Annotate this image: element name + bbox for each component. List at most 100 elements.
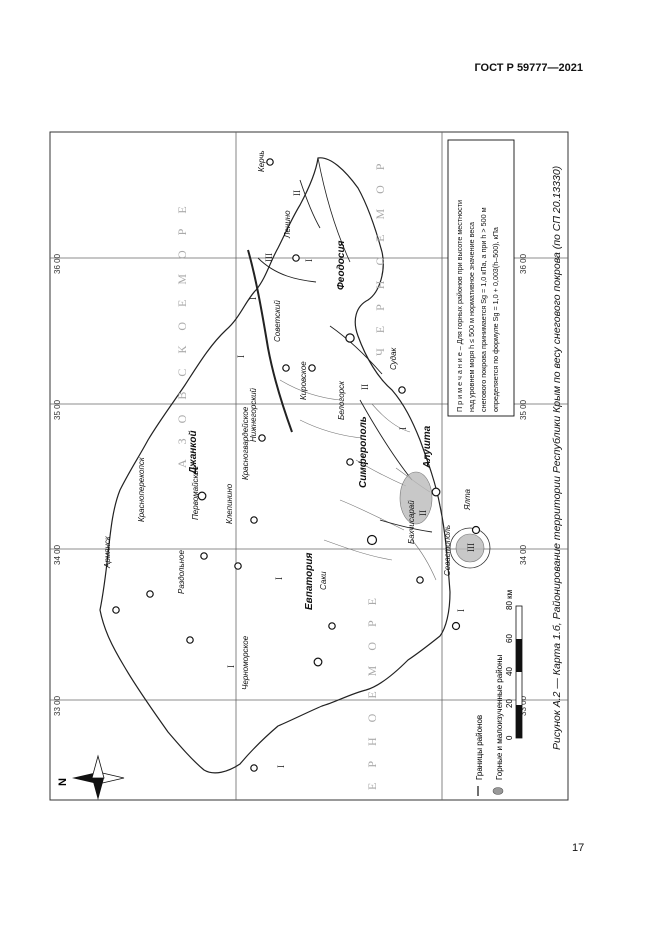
city-marker-nizhnegorsky xyxy=(258,434,266,442)
zone-label: I xyxy=(226,665,236,668)
scale-tick-60: 60 xyxy=(505,634,514,643)
black-sea-top-label: Ч Е Р Н О Е М О Р xyxy=(373,158,387,356)
city-marker-kirovskoe xyxy=(308,364,316,372)
page-number: 17 xyxy=(572,842,585,854)
city-marker-armyansk xyxy=(112,606,120,614)
scale-bar: 0 20 40 60 80 км xyxy=(505,590,523,740)
city-label-feodosiya: Феодосия xyxy=(336,240,347,290)
city-label-lenino: Ленино xyxy=(283,210,292,239)
north-arrow-icon xyxy=(72,754,125,800)
city-marker-sudak xyxy=(398,386,406,394)
sea-labels: А З О В С К О Е М О Р Е Ч Е Р Н О Е М О … xyxy=(175,158,387,790)
coordinate-grid xyxy=(50,132,568,800)
city-marker-lenino xyxy=(292,254,300,262)
city-marker-klepinino xyxy=(234,562,242,570)
zone-label: I xyxy=(236,355,246,358)
legend-mountain-label: Горные и малоизученные районы xyxy=(495,654,504,780)
city-marker-krasnogvardeyskoe xyxy=(250,516,258,524)
zone-label: III xyxy=(466,543,476,552)
zone-label: III xyxy=(264,253,274,262)
grid-label-33-top: 33 00 xyxy=(53,695,62,716)
city-marker-belogorsk xyxy=(346,458,354,466)
zone-label: I xyxy=(304,259,314,262)
city-label-alushta: Алушта xyxy=(422,425,433,469)
crimea-outline xyxy=(99,157,451,774)
zone-boundaries xyxy=(257,179,433,533)
zone-label: I xyxy=(274,577,284,580)
zone-labels: II III I I II I I II III I I I I xyxy=(226,190,476,768)
zone-label: II xyxy=(360,384,370,390)
city-label-kirovskoe: Кировское xyxy=(299,361,308,400)
city-marker-alushta xyxy=(431,487,441,497)
grid-label-33-bottom: 33 00 xyxy=(519,695,528,716)
note-line-3: снегового покрова принимается Sg = 1,0 к… xyxy=(479,207,488,412)
grid-labels: 33 00 34 00 35 00 36 00 33 00 34 00 35 0… xyxy=(53,253,528,716)
note-line-4: определяется по формуле Sg = 1,0 + 0,003… xyxy=(491,227,500,412)
city-marker-krasnoperekopsk xyxy=(146,590,154,598)
city-marker-sevastopol xyxy=(451,621,461,631)
city-marker-kerch xyxy=(266,158,274,166)
city-label-chernomorskoe: Черноморское xyxy=(241,635,250,690)
legend: Границы районов Горные и малоизученные р… xyxy=(475,654,504,796)
legend-boundaries-label: Границы районов xyxy=(475,715,484,780)
city-marker-dzhankoy xyxy=(197,491,207,501)
city-label-krasnogvardeyskoe: Красногвардейское xyxy=(241,406,250,480)
city-marker-bakhchisaray xyxy=(416,576,424,584)
city-marker-chernomorskoe xyxy=(250,764,258,772)
city-label-sevastopol: Севастополь xyxy=(443,525,452,576)
city-label-sudak: Судак xyxy=(389,346,398,370)
city-marker-simferopol xyxy=(366,534,378,546)
figure-caption: Рисунок А.2 — Карта 1.б, Районирование т… xyxy=(551,166,563,750)
note-line-1: П р и м е ч а н и е – Для горных районов… xyxy=(455,200,464,412)
grid-label-36-bottom: 36 00 xyxy=(519,253,528,274)
city-label-klepinino: Клепинино xyxy=(225,483,234,524)
city-marker-sovetsky xyxy=(282,364,290,372)
city-label-kerch: Керчь xyxy=(257,150,266,172)
city-label-razdolnoe: Раздольное xyxy=(177,549,186,594)
city-label-dzhankoy: Джанкой xyxy=(188,430,199,475)
city-label-krasnoperekopsk: Красноперекопск xyxy=(137,456,146,522)
grid-label-34-top: 34 00 xyxy=(53,544,62,565)
grid-label-36-top: 36 00 xyxy=(53,253,62,274)
city-label-yalta: Ялта xyxy=(463,488,472,511)
scale-tick-80: 80 км xyxy=(505,590,514,610)
header-standard-code: ГОСТ Р 59777—2021 xyxy=(474,62,583,74)
zone-label: I xyxy=(398,427,408,430)
mountain-zones xyxy=(399,471,485,563)
city-label-pervomayskoe: Первомайское xyxy=(191,465,200,520)
rivers xyxy=(279,379,437,581)
note-line-2: над уровнем моря h ≤ 500 м нормативное з… xyxy=(467,222,476,412)
map-frame xyxy=(49,131,569,801)
city-marker-yalta xyxy=(471,525,481,535)
zone-label: I xyxy=(276,765,286,768)
city-marker-razdolnoe xyxy=(186,636,194,644)
zone-label: II xyxy=(292,190,302,196)
city-label-saki: Саки xyxy=(319,571,328,590)
city-label-nizhnegorsky: Нижнегорский xyxy=(249,387,258,442)
zone-label: I xyxy=(248,297,258,300)
scale-tick-40: 40 xyxy=(505,667,514,676)
city-label-evpatoriya: Евпатория xyxy=(304,553,315,610)
zone-label: I xyxy=(456,609,466,612)
note-box: П р и м е ч а н и е – Для горных районов… xyxy=(447,139,515,417)
grid-label-34-bottom: 34 00 xyxy=(519,544,528,565)
city-marker-evpatoriya xyxy=(313,657,323,667)
city-marker-feodosiya xyxy=(345,333,355,343)
city-label-simferopol: Симферополь xyxy=(357,416,369,488)
city-label-sovetsky: Советский xyxy=(273,300,282,342)
azov-sea-label: А З О В С К О Е М О Р Е xyxy=(175,200,189,468)
city-label-bakhchisaray: Бахчисарай xyxy=(407,500,416,544)
scale-tick-20: 20 xyxy=(505,699,514,708)
scale-tick-0: 0 xyxy=(505,735,514,740)
black-sea-bottom-label: Е Р Н О Е М О Р Е xyxy=(365,592,379,790)
grid-label-35-bottom: 35 00 xyxy=(519,399,528,420)
city-marker-pervomayskoe xyxy=(200,552,208,560)
city-label-armyansk: Армянск xyxy=(103,535,112,569)
city-marker-saki xyxy=(328,622,336,630)
north-label: N xyxy=(57,778,69,786)
grid-label-35-top: 35 00 xyxy=(53,399,62,420)
city-label-belogorsk: Белогорск xyxy=(337,380,346,420)
zone-label: II xyxy=(418,510,428,516)
